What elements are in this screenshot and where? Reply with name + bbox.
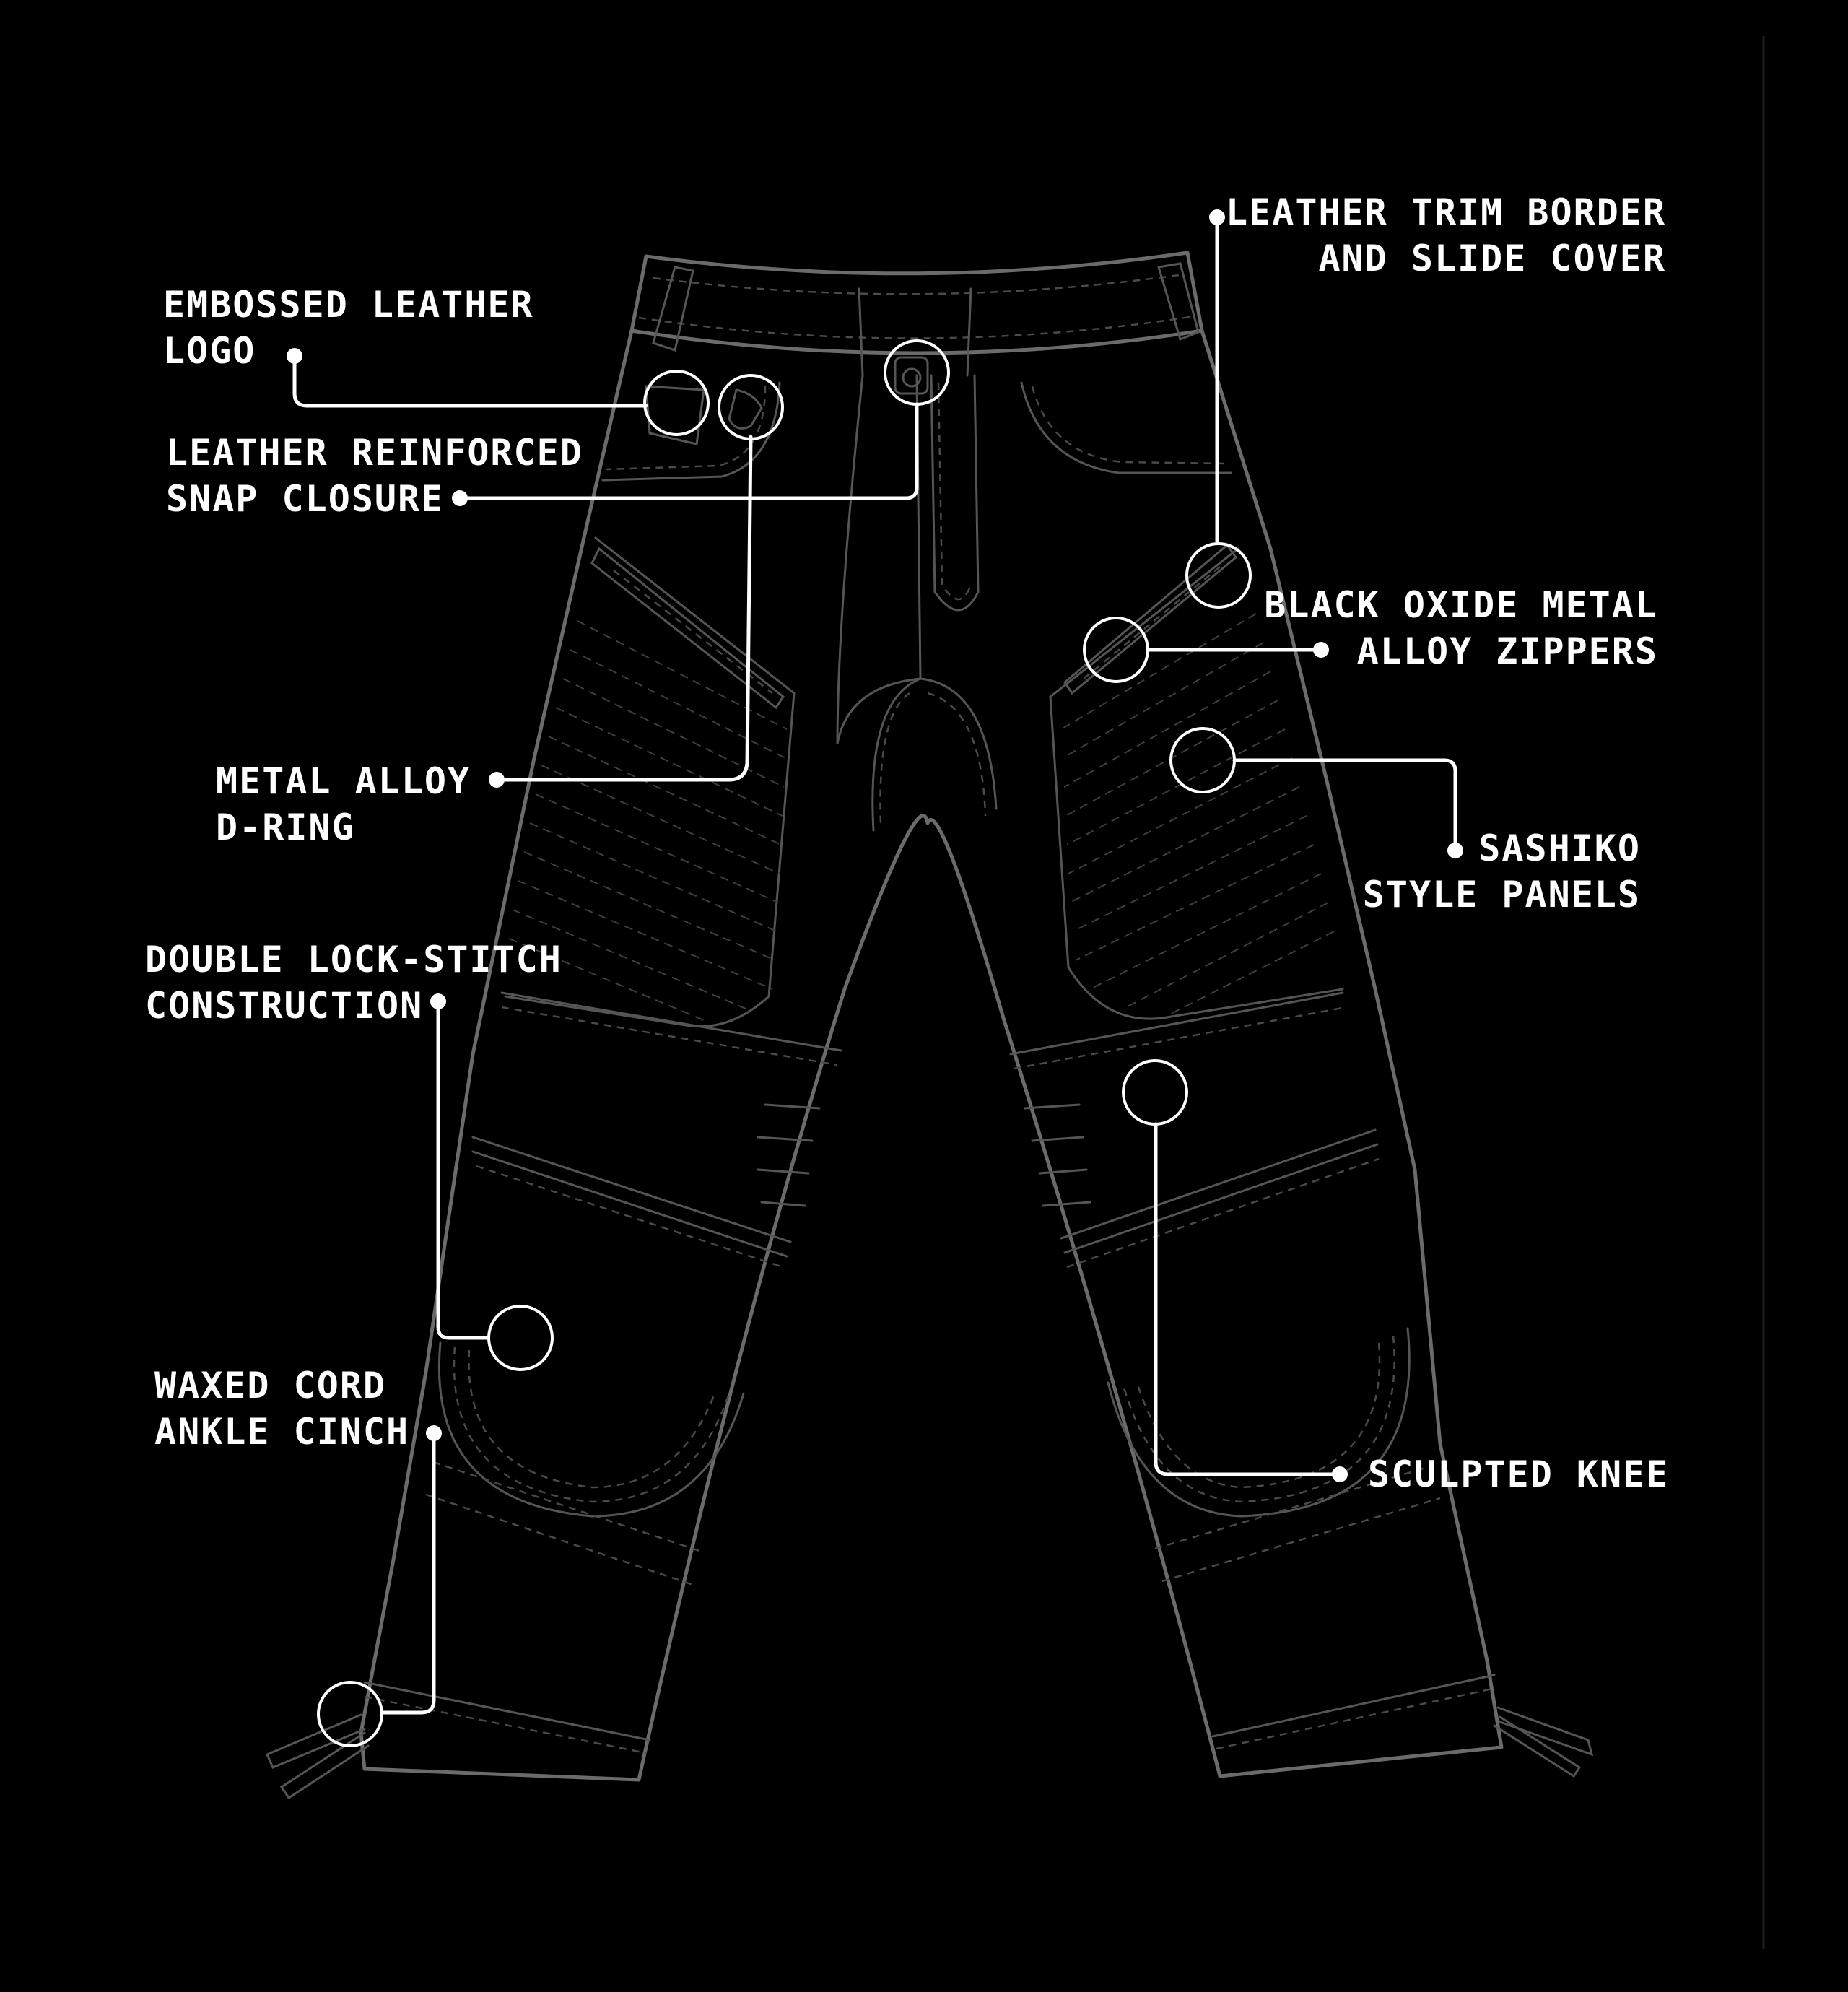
sashiko-panel-right: [1049, 547, 1344, 1020]
label-embossed-leather-logo: EMBOSSED LEATHER LOGO: [163, 282, 534, 374]
ankle-cord-left: [266, 1713, 366, 1769]
pants-illustration: [266, 251, 1594, 1800]
label-line: SCULPTED KNEE: [1368, 1453, 1670, 1495]
label-line: LOGO: [163, 330, 256, 372]
label-line: LEATHER TRIM BORDER: [1226, 191, 1666, 233]
hotspot-sculpted-knee[interactable]: [1122, 1059, 1188, 1126]
label-line: WAXED CORD: [154, 1365, 387, 1406]
label-line: SNAP CLOSURE: [166, 478, 445, 520]
label-line: SASHIKO: [1478, 827, 1641, 869]
zipper-left: [590, 547, 785, 710]
knee-pad-right: [1107, 1327, 1411, 1518]
label-line: DOUBLE LOCK-STITCH: [145, 939, 562, 980]
label-zippers: BLACK OXIDE METAL ALLOY ZIPPERS: [1264, 582, 1658, 674]
hotspot-snap-closure[interactable]: [884, 339, 950, 406]
label-line: LEATHER REINFORCED: [166, 432, 583, 474]
hotspot-sashiko[interactable]: [1169, 727, 1236, 793]
label-d-ring: METAL ALLOY D-RING: [216, 758, 471, 851]
label-lock-stitch: DOUBLE LOCK-STITCH CONSTRUCTION: [145, 936, 562, 1029]
label-sashiko: SASHIKO STYLE PANELS: [1363, 825, 1641, 918]
hotspot-lock-stitch[interactable]: [487, 1305, 554, 1371]
ankle-cord-right: [1496, 1706, 1594, 1757]
belt-loop: [1157, 262, 1200, 342]
label-line: STYLE PANELS: [1362, 874, 1641, 915]
snap-tab: [894, 356, 929, 395]
hotspot-zippers[interactable]: [1083, 617, 1149, 683]
label-leather-trim: LEATHER TRIM BORDER AND SLIDE COVER: [1226, 189, 1666, 282]
knee-pad-left: [437, 1341, 745, 1518]
label-snap-closure: LEATHER REINFORCED SNAP CLOSURE: [166, 430, 583, 522]
label-line: ANKLE CINCH: [154, 1411, 410, 1453]
label-line: CONSTRUCTION: [145, 985, 424, 1027]
label-ankle-cinch: WAXED CORD ANKLE CINCH: [154, 1362, 409, 1455]
d-ring-hardware: [728, 388, 763, 430]
label-line: EMBOSSED LEATHER: [163, 284, 534, 326]
pants-outline: [359, 329, 1504, 1782]
hotspot-leather-trim[interactable]: [1185, 542, 1252, 609]
hotspot-ankle-cinch[interactable]: [317, 1681, 383, 1747]
label-line: AND SLIDE COVER: [1318, 238, 1666, 279]
label-line: D-RING: [216, 806, 355, 848]
label-line: ALLOY ZIPPERS: [1356, 630, 1658, 672]
label-line: BLACK OXIDE METAL: [1264, 584, 1658, 626]
label-line: METAL ALLOY: [216, 760, 471, 802]
hotspot-leather-logo[interactable]: [643, 370, 710, 436]
belt-loop: [652, 266, 694, 352]
callout-lines: [287, 209, 1463, 1747]
hotspot-d-ring[interactable]: [718, 374, 784, 440]
label-sculpted-knee: SCULPTED KNEE: [1368, 1451, 1669, 1497]
